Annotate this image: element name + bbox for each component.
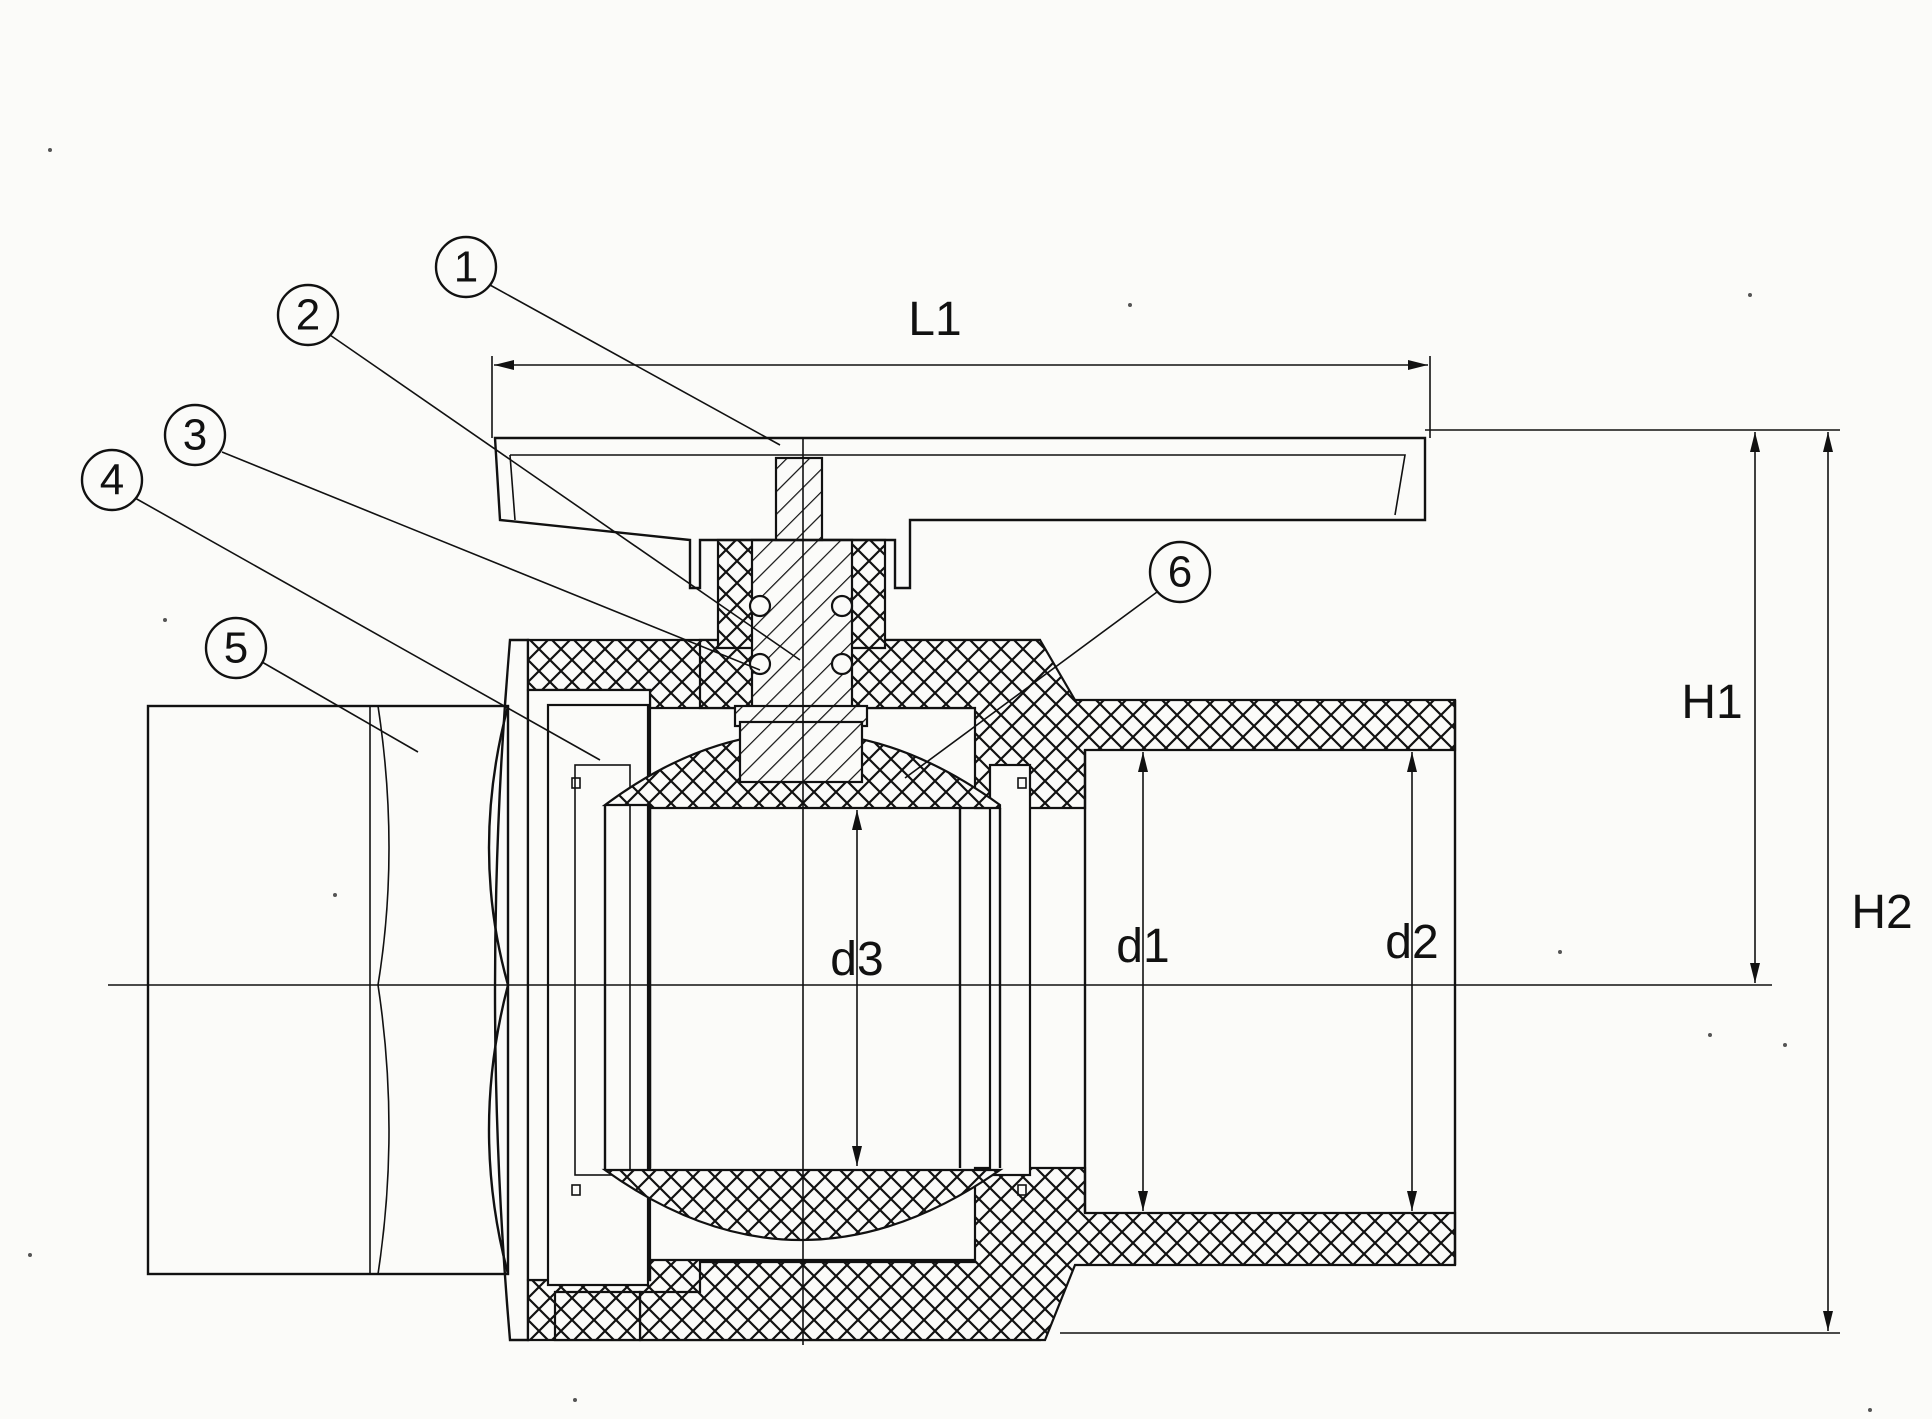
- left-pipe-end: [146, 704, 510, 1276]
- label-H2: H2: [1851, 886, 1912, 939]
- callout-2: 4: [80, 448, 601, 761]
- dimension-d1: d1: [1116, 752, 1170, 1211]
- dimension-H2: H2: [1060, 432, 1913, 1334]
- svg-text:4: 4: [100, 456, 124, 505]
- handle: [493, 436, 1427, 590]
- callout-6: 2: [276, 283, 801, 661]
- scan-specks: [28, 148, 1872, 1412]
- label-H1: H1: [1681, 676, 1742, 729]
- callout-3: 3: [163, 403, 761, 671]
- callout-4: 6: [904, 540, 1212, 779]
- svg-text:5: 5: [224, 624, 248, 673]
- label-d3: d3: [830, 933, 883, 986]
- callout-5: 1: [434, 235, 781, 446]
- svg-text:6: 6: [1168, 548, 1192, 597]
- dimension-H1: H1: [1425, 429, 1840, 983]
- dimension-d2: d2: [1385, 752, 1439, 1211]
- dimension-L1: L1: [491, 293, 1431, 438]
- svg-text:1: 1: [454, 243, 478, 292]
- callout-1: 5: [204, 616, 419, 753]
- dimension-d3: d3: [830, 810, 884, 1166]
- label-L1: L1: [908, 293, 961, 346]
- svg-text:2: 2: [296, 291, 320, 340]
- svg-text:3: 3: [183, 411, 207, 460]
- stem-assembly: [716, 456, 887, 784]
- label-d2: d2: [1385, 916, 1438, 969]
- valve-body: [553, 638, 1457, 1342]
- label-d1: d1: [1116, 920, 1169, 973]
